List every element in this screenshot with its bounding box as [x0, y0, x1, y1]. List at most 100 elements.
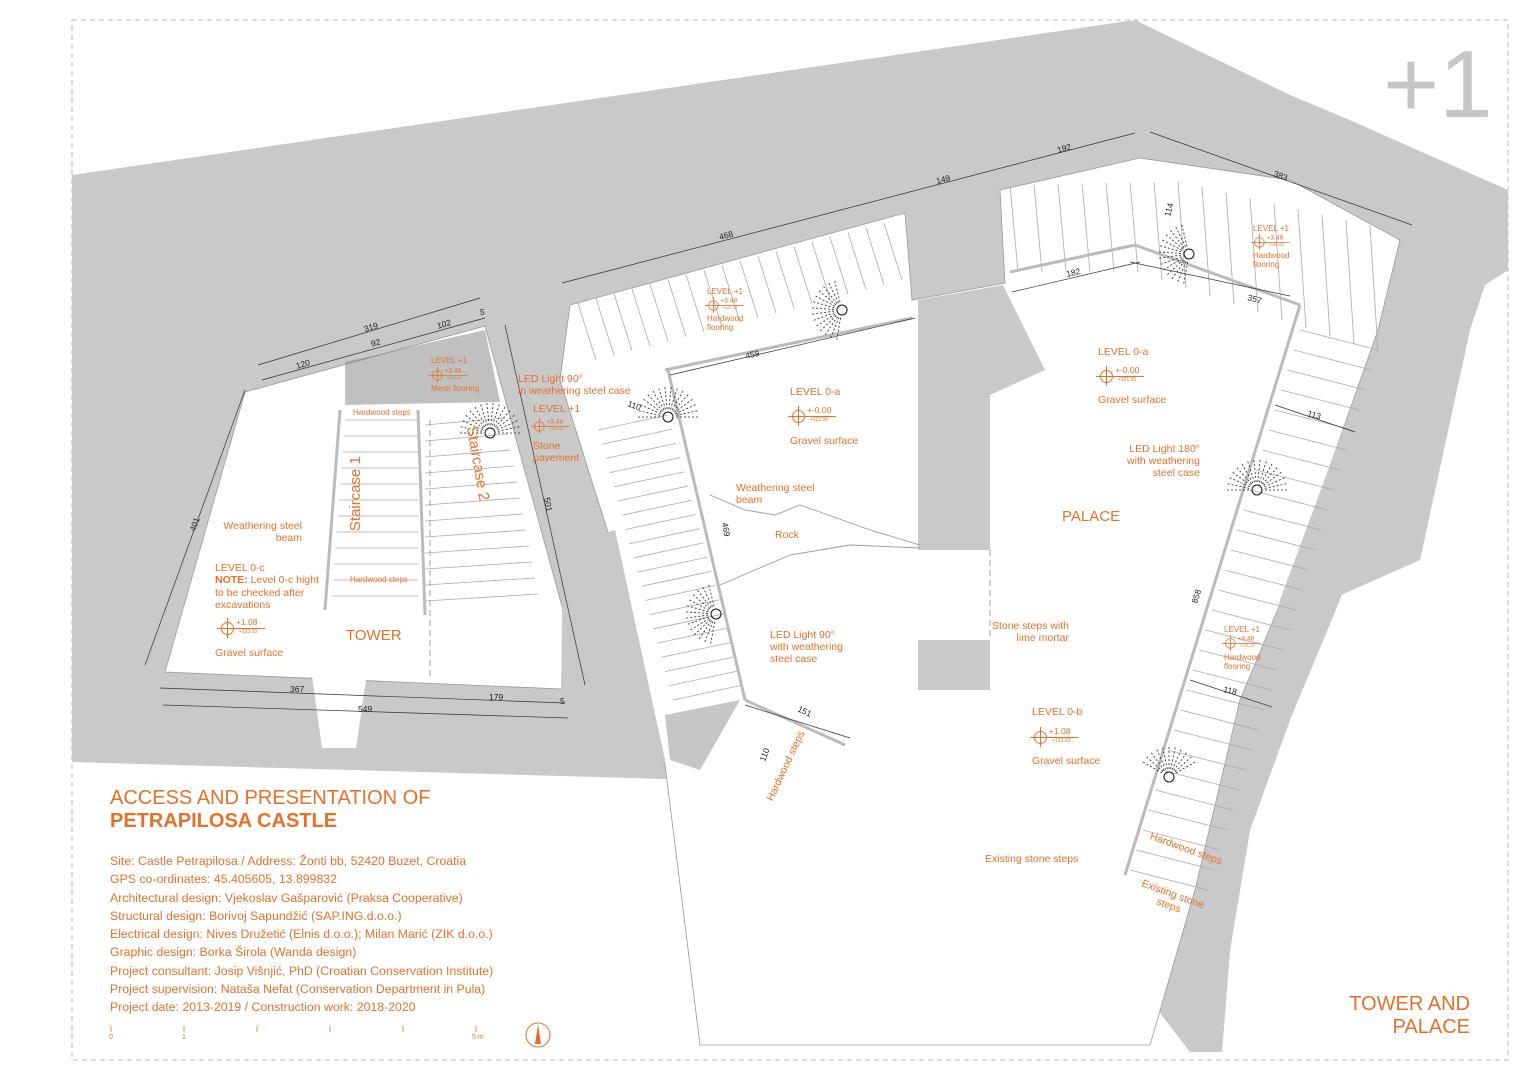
stair-tread: [1225, 192, 1235, 305]
led-light-icon: [662, 411, 674, 423]
scale-label-5m: 5 m: [472, 1034, 484, 1041]
dimension-label: 401: [187, 516, 201, 533]
level-label: LEVEL 0-a: [1098, 346, 1149, 358]
info-consultant: Project consultant: Josip Višnjić, PhD (…: [110, 963, 494, 978]
palace-label: PALACE: [1062, 508, 1121, 525]
stair-tread: [649, 599, 720, 616]
stair-tread: [1369, 225, 1379, 353]
level-marker: +1.08+123.03: [1030, 726, 1090, 749]
stair-tread: [1081, 183, 1091, 273]
tower-mesh-flooring: [345, 330, 500, 405]
rock-label: Rock: [775, 529, 799, 541]
stair-tread: [1218, 589, 1297, 611]
stair-tread: [1155, 789, 1234, 811]
stair-tread: [577, 302, 597, 361]
existing-steps-callout: Existing stone steps: [985, 853, 1079, 865]
stair-tread: [739, 260, 759, 318]
info-graphic: Graphic design: Borka Širola (Wanda desi…: [110, 945, 357, 960]
dimension-label: 92: [370, 337, 382, 349]
stair-tread: [672, 684, 744, 701]
scale-label-1: 1: [182, 1034, 186, 1041]
stair-tread: [609, 457, 680, 474]
stair-tread: [1105, 182, 1115, 273]
dimension-label: 179: [489, 692, 503, 702]
stair-tread: [641, 570, 712, 587]
info-dates: Project date: 2013-2019 / Construction w…: [110, 1000, 416, 1015]
stair-tread: [1262, 449, 1341, 471]
scale-label-0: 0: [109, 1034, 113, 1041]
surface-label: Gravel surface: [1032, 755, 1101, 767]
stair-tread: [1297, 208, 1307, 329]
stair-tread: [601, 428, 673, 445]
stair-tread: [1299, 329, 1379, 351]
stair-tread: [1057, 183, 1067, 273]
led-light-icon: [1183, 248, 1195, 260]
stair-tread: [1268, 429, 1347, 451]
led-light-icon: [484, 427, 496, 439]
east-wall: [1195, 300, 1420, 1052]
level-marker: +-0.00+121.95: [788, 405, 848, 428]
stair-tread: [685, 274, 705, 332]
led-light-icon: [1251, 484, 1263, 496]
stair-tread: [667, 279, 687, 337]
stair-tread: [1199, 649, 1278, 671]
stair-tread: [621, 499, 692, 516]
stair-tread: [1249, 197, 1259, 313]
west-rock: [560, 530, 665, 762]
dimension-label: 549: [358, 704, 372, 714]
info-gps: GPS co-ordinates: 45.405605, 13.899832: [110, 872, 337, 887]
dimension-label: 383: [1272, 168, 1289, 182]
level-label: LEVEL 0-a: [790, 386, 841, 398]
rock-outline: [429, 420, 991, 678]
pier-opening: [918, 550, 990, 640]
stair-tread: [721, 265, 741, 323]
stair-tread: [629, 528, 700, 545]
stair-tread: [1321, 214, 1331, 337]
stair-tread: [1273, 203, 1283, 321]
stair-tread: [1136, 849, 1215, 871]
stair-tread: [613, 293, 633, 351]
tower-label: TOWER: [346, 627, 402, 644]
dimension-label: 102: [436, 317, 453, 331]
title-line-1: ACCESS AND PRESENTATION OF: [110, 787, 431, 809]
dimension-label: 113: [1306, 408, 1322, 421]
surface-label: Gravel surface: [790, 435, 859, 447]
mesh-flooring-south: [665, 700, 740, 770]
surface-label: Mesh flooring: [431, 384, 480, 393]
stair-tread: [657, 627, 728, 644]
sheet-name-line-2: PALACE: [1392, 1016, 1470, 1038]
level-marker: +3.48+125.43: [1251, 233, 1299, 252]
level-marker: +3.48+125.43: [1222, 634, 1270, 653]
dimension-label: 182: [1065, 266, 1081, 279]
stair-tread: [1224, 569, 1303, 591]
stair-tread: [1153, 181, 1163, 281]
stair-tread: [1201, 186, 1211, 297]
stair-tread: [637, 556, 708, 573]
level-label: LEVEL +1: [1253, 224, 1289, 233]
led-light-icon: [836, 304, 848, 316]
surface-label: Gravel surface: [215, 647, 284, 659]
stair-tread: [424, 545, 530, 554]
stair-tread: [424, 529, 527, 538]
dimension-label: 114: [1162, 202, 1175, 218]
level-0c-note: LEVEL 0-c NOTE: Level 0-c hight to be ch…: [215, 562, 319, 611]
dimension-label: 110: [626, 398, 642, 412]
stair-tread: [597, 414, 669, 431]
stair-tread: [625, 514, 696, 530]
weathering-steel-beams: [323, 243, 1302, 876]
stair-tread: [1009, 184, 1019, 273]
stair-tread: [649, 284, 669, 342]
stair-tread: [1255, 469, 1335, 491]
stair-tread: [613, 471, 684, 488]
hardwood-steps-label: Hardwood steps: [353, 408, 411, 417]
stair-tread: [424, 513, 524, 522]
info-supervision: Project supervision: Nataša Nefat (Conse…: [110, 982, 486, 997]
stair-tread: [1186, 689, 1265, 711]
dimension-label: 459: [744, 348, 760, 361]
